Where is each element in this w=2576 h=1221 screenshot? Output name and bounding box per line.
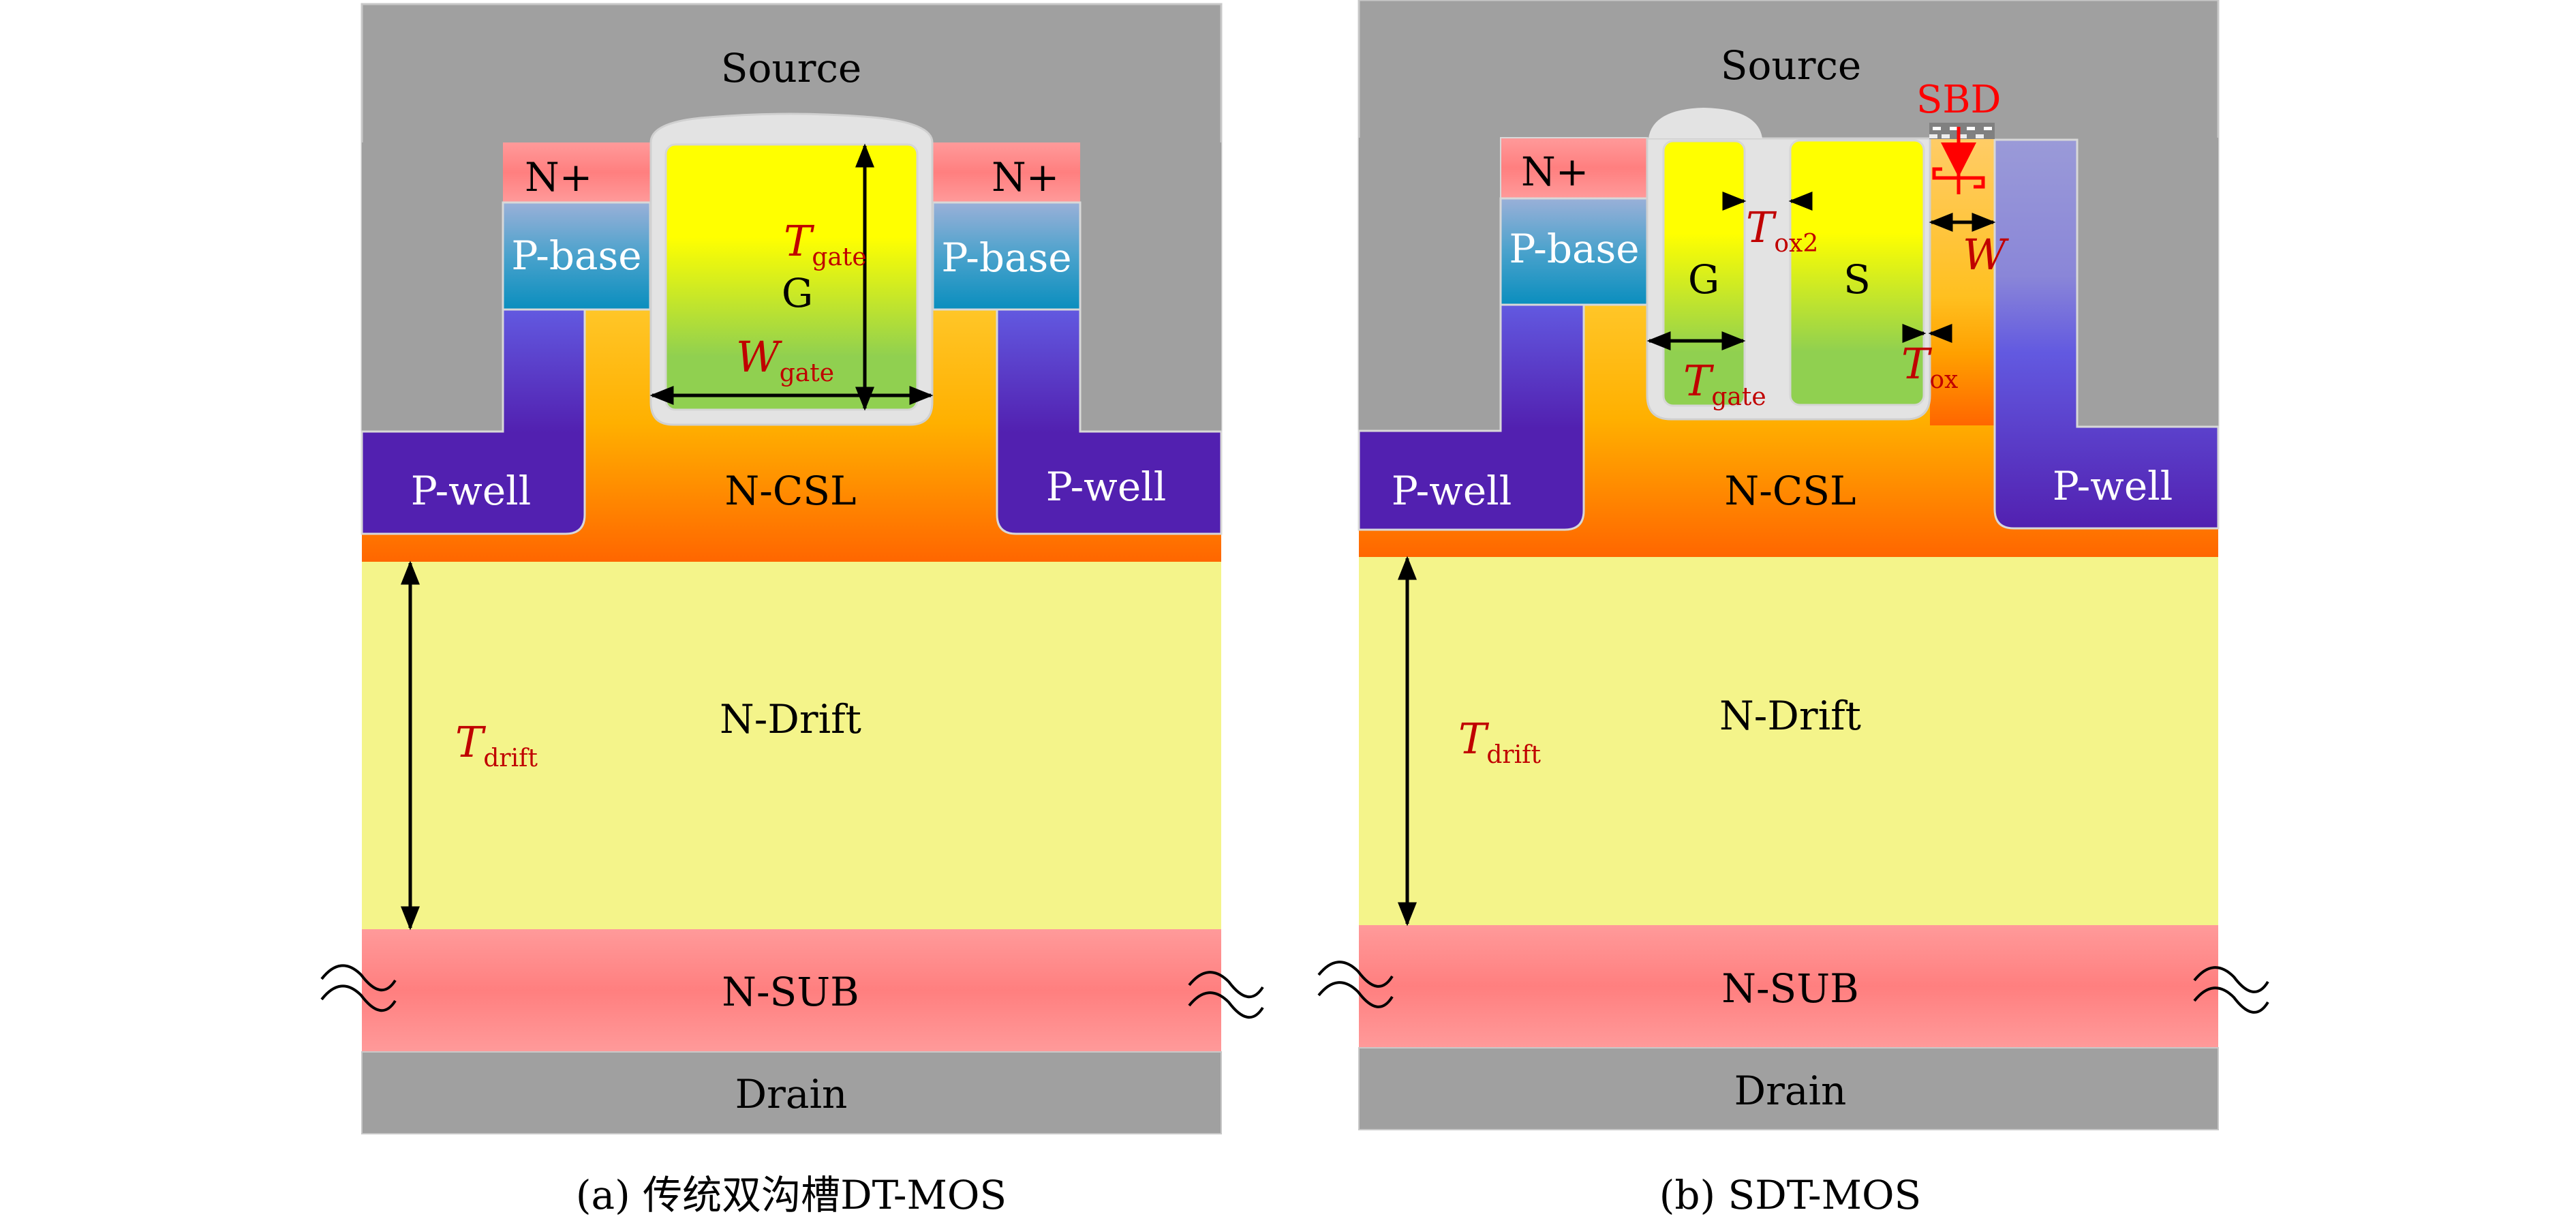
break-mark-right-icon bbox=[2193, 966, 2269, 1014]
label-n-sub: N-SUB bbox=[722, 969, 859, 1015]
source-metal-right-step bbox=[2077, 138, 2218, 427]
label-p-well-right: P-well bbox=[1046, 464, 1167, 510]
label-p-base-right: P-base bbox=[941, 235, 1071, 281]
panel-b: Source SBD N+ P-base G S P-well P-well N… bbox=[1317, 0, 2269, 1218]
p-base-left bbox=[502, 201, 651, 311]
label-p-base: P-base bbox=[1509, 226, 1639, 272]
label-gate: G bbox=[782, 270, 813, 316]
n-drift bbox=[362, 562, 1221, 929]
label-sbd: SBD bbox=[1916, 78, 2001, 122]
schottky-diode-icon bbox=[1932, 127, 1985, 194]
label-n-sub: N-SUB bbox=[1721, 965, 1859, 1012]
label-source: Source bbox=[721, 45, 862, 91]
break-mark-right-icon bbox=[1188, 971, 1264, 1019]
label-n-plus-right: N+ bbox=[992, 154, 1059, 200]
label-n-csl: N-CSL bbox=[725, 468, 857, 514]
label-n-plus: N+ bbox=[1521, 149, 1589, 195]
p-well-left bbox=[1358, 303, 1585, 531]
dim-t-gate: Tgate bbox=[1683, 356, 1766, 411]
label-gate: G bbox=[1688, 256, 1719, 303]
label-source: Source bbox=[1721, 42, 1862, 89]
p-well-left bbox=[361, 308, 586, 535]
label-n-plus-left: N+ bbox=[525, 154, 592, 200]
dim-t-gate: Tgate bbox=[784, 216, 867, 271]
drain-metal bbox=[1358, 1047, 2219, 1130]
label-n-drift: N-Drift bbox=[720, 696, 861, 742]
n-plus-right bbox=[933, 142, 1080, 202]
dim-t-drift: Tdrift bbox=[1458, 714, 1541, 769]
caption-b: (b) SDT-MOS bbox=[1659, 1172, 1922, 1218]
label-p-base-left: P-base bbox=[511, 232, 641, 279]
gate-poly bbox=[664, 143, 919, 411]
n-sub bbox=[362, 929, 1221, 1052]
dim-t-drift: Tdrift bbox=[455, 717, 538, 772]
label-p-well-right: P-well bbox=[2053, 463, 2173, 509]
oxide-bump bbox=[1649, 108, 1762, 138]
dim-w: W bbox=[1963, 230, 2009, 280]
label-drain: Drain bbox=[1734, 1068, 1847, 1114]
dim-w-gate: Wgate bbox=[736, 332, 834, 387]
label-p-well-left: P-well bbox=[1392, 468, 1512, 514]
p-well-right bbox=[996, 308, 1223, 535]
drain-metal bbox=[361, 1051, 1222, 1134]
n-plus bbox=[1500, 137, 1648, 199]
break-mark-left-icon bbox=[1317, 961, 1394, 1008]
label-p-well-left: P-well bbox=[411, 468, 532, 514]
break-mark-left-icon bbox=[320, 964, 397, 1012]
schottky-contact bbox=[1929, 123, 1995, 139]
label-shield: S bbox=[1843, 256, 1871, 303]
source-metal-left-step bbox=[1359, 138, 1501, 431]
p-well-right bbox=[1993, 138, 2220, 530]
caption-a: (a) 传统双沟槽DT-MOS bbox=[576, 1172, 1007, 1218]
n-sub bbox=[1359, 925, 2218, 1048]
p-base bbox=[1499, 197, 1649, 306]
label-n-drift: N-Drift bbox=[1719, 693, 1861, 739]
n-drift bbox=[1359, 557, 2218, 925]
n-plus-left bbox=[503, 142, 650, 202]
source-metal-left-step bbox=[362, 142, 503, 432]
source-metal-right-step bbox=[1080, 142, 1221, 432]
dim-t-ox2: Tox2 bbox=[1746, 202, 1818, 258]
label-n-csl: N-CSL bbox=[1725, 468, 1856, 514]
dim-t-ox: Tox bbox=[1901, 339, 1958, 394]
panel-a: Source N+ N+ P-base P-base G P-well P-we… bbox=[320, 3, 1264, 1218]
label-drain: Drain bbox=[735, 1071, 848, 1117]
shield-poly bbox=[1789, 139, 1925, 406]
